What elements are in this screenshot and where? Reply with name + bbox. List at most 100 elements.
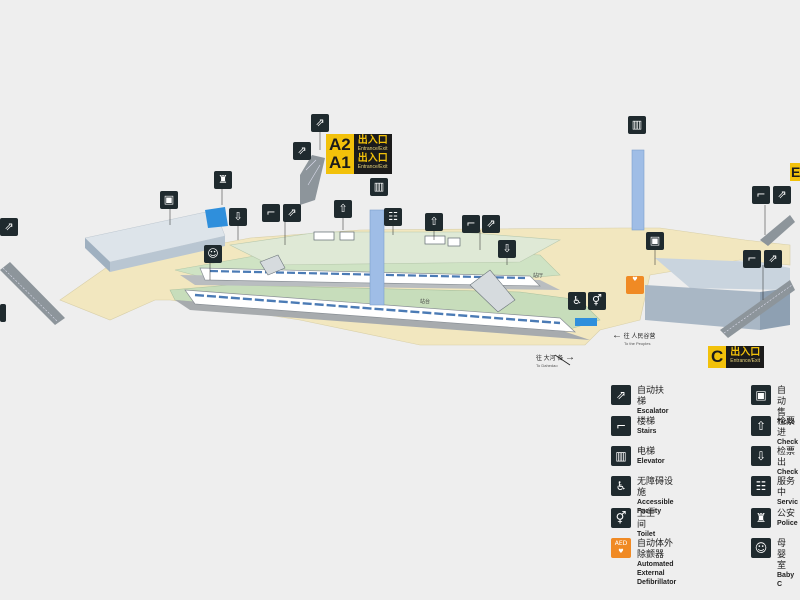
- toilet-icon: ⚥: [611, 508, 631, 528]
- escalator-icon: [0, 304, 6, 322]
- legend-en: Baby C: [777, 572, 795, 588]
- exit-en: Entrance/Exit: [357, 146, 388, 152]
- aed-icon: AED♥: [611, 538, 631, 558]
- elevator-shaft-left: [369, 209, 385, 306]
- label-zhantai: 站台: [420, 299, 431, 305]
- escalator-a: [300, 155, 325, 205]
- legend-cn: 母婴室: [777, 538, 787, 570]
- direction-to-dahedao: 往 大河 各 → To Dahedao: [536, 352, 575, 369]
- exit-b-label-partial: E: [790, 163, 800, 181]
- direction-to-renminqiying: ← 往 人民谷营 To the Peoples: [612, 330, 655, 347]
- stairs-icon: ⌐: [611, 416, 631, 436]
- legend-accessible: ♿ 无障碍设施 Accessible Facility: [611, 476, 674, 516]
- legend-en: Ticke: [777, 419, 795, 426]
- legend-cn: 自动体外除颤器: [637, 538, 674, 559]
- escalator-icon: ⇗: [0, 218, 18, 236]
- aed-icon: ♥: [626, 276, 644, 294]
- legend-cn: 电梯: [637, 446, 656, 456]
- check-out-gate-icon: ⇩: [229, 208, 247, 226]
- legend-cn: 自动售: [777, 385, 787, 417]
- escalator-icon: ⇗: [611, 385, 631, 405]
- escalator-b: [760, 215, 795, 246]
- legend-elevator: ▥ 电梯 Elevator: [611, 446, 665, 466]
- ticket-machine-icon: ▣: [751, 385, 771, 405]
- check-out-gate-icon: ⇩: [751, 446, 771, 466]
- left-building-side: [85, 238, 110, 272]
- legend-cn: 检票出: [777, 446, 796, 467]
- police-icon: ♜: [751, 508, 771, 528]
- exit-letter: A2: [326, 134, 354, 156]
- escalator-icon: ⇗: [311, 114, 329, 132]
- toilet-icon: ⚥: [588, 292, 606, 310]
- exit-cn: 出入口: [730, 347, 761, 358]
- exit-letter: A1: [326, 152, 354, 174]
- check-in-gate-icon: ⇧: [751, 416, 771, 436]
- ticket-machine-icon: ▣: [646, 232, 664, 250]
- direction-cn: 往 人民谷营: [623, 334, 656, 340]
- check-out-gate-icon: ⇩: [498, 240, 516, 258]
- right-building-front: [645, 285, 760, 330]
- legend-cn: 自动扶梯: [637, 385, 665, 406]
- legend-en: Accessible Facility: [637, 499, 674, 515]
- legend-cn: 无障碍设施: [637, 476, 674, 497]
- legend-ticket: ▣ 自动售 Ticke: [751, 385, 795, 427]
- legend-en: Escalator: [637, 408, 669, 415]
- direction-cn: 往 大河 各: [536, 356, 564, 362]
- legend-check-out: ⇩ 检票出 Check: [751, 446, 798, 477]
- legend-en: Servic: [777, 499, 799, 506]
- legend-en: Police: [777, 520, 798, 527]
- left-building-front: [110, 236, 225, 272]
- exit-cn: 出入口: [357, 135, 388, 146]
- escalator-icon: ⇗: [773, 186, 791, 204]
- ticket-machine-icon: ▣: [160, 191, 178, 209]
- exit-en: Entrance/Exit: [730, 358, 761, 364]
- legend-check-in: ⇧ 检票进 Check: [751, 416, 798, 447]
- arrow-left-icon: ←: [612, 330, 622, 341]
- police-icon: ♜: [214, 171, 232, 189]
- exit-letter: C: [708, 346, 727, 368]
- legend-cn: 检票进: [777, 416, 796, 437]
- stairs-center: [259, 254, 516, 313]
- service-center-icon: ☷: [384, 208, 402, 226]
- elevator-icon: ▥: [611, 446, 631, 466]
- baby-care-icon: ☺: [204, 245, 222, 263]
- legend-en: Check: [777, 469, 799, 476]
- wheelchair-icon: ♿: [611, 476, 631, 496]
- direction-arrow-line: [554, 354, 571, 366]
- train-lower: [184, 289, 576, 333]
- elevator-icon: ▥: [628, 116, 646, 134]
- aed-badge: AED: [614, 540, 628, 547]
- check-in-gate-icon: ⇧: [334, 200, 352, 218]
- escalator-icon: ⇗: [482, 215, 500, 233]
- arrow-right-icon: →: [565, 352, 576, 363]
- legend-escalator: ⇗ 自动扶梯 Escalator: [611, 385, 669, 416]
- escalator-left: [0, 262, 65, 325]
- stairs-icon: ⌐: [752, 186, 770, 204]
- escalator-right: [720, 280, 795, 338]
- exit-en: Entrance/Exit: [357, 164, 388, 170]
- stairs-icon: ⌐: [743, 250, 761, 268]
- accent-blue-block-left: [205, 207, 228, 228]
- escalator-icon: ⇗: [764, 250, 782, 268]
- legend-en2: Defibrillator: [637, 579, 677, 586]
- escalator-icon: ⇗: [283, 204, 301, 222]
- legend-en: Automated External: [637, 561, 674, 577]
- elevator-icon: ▥: [370, 178, 388, 196]
- legend-cn: 楼梯: [637, 416, 656, 426]
- label-zhanting: 站厅: [533, 273, 544, 279]
- legend-en: Check: [777, 439, 799, 446]
- direction-en: To Dahedao: [536, 363, 558, 368]
- legend-en: Toilet: [637, 531, 656, 538]
- legend-en: Elevator: [637, 458, 665, 465]
- fare-gates: [313, 231, 461, 247]
- stairs-icon: ⌐: [462, 215, 480, 233]
- accessible-area: [575, 318, 597, 326]
